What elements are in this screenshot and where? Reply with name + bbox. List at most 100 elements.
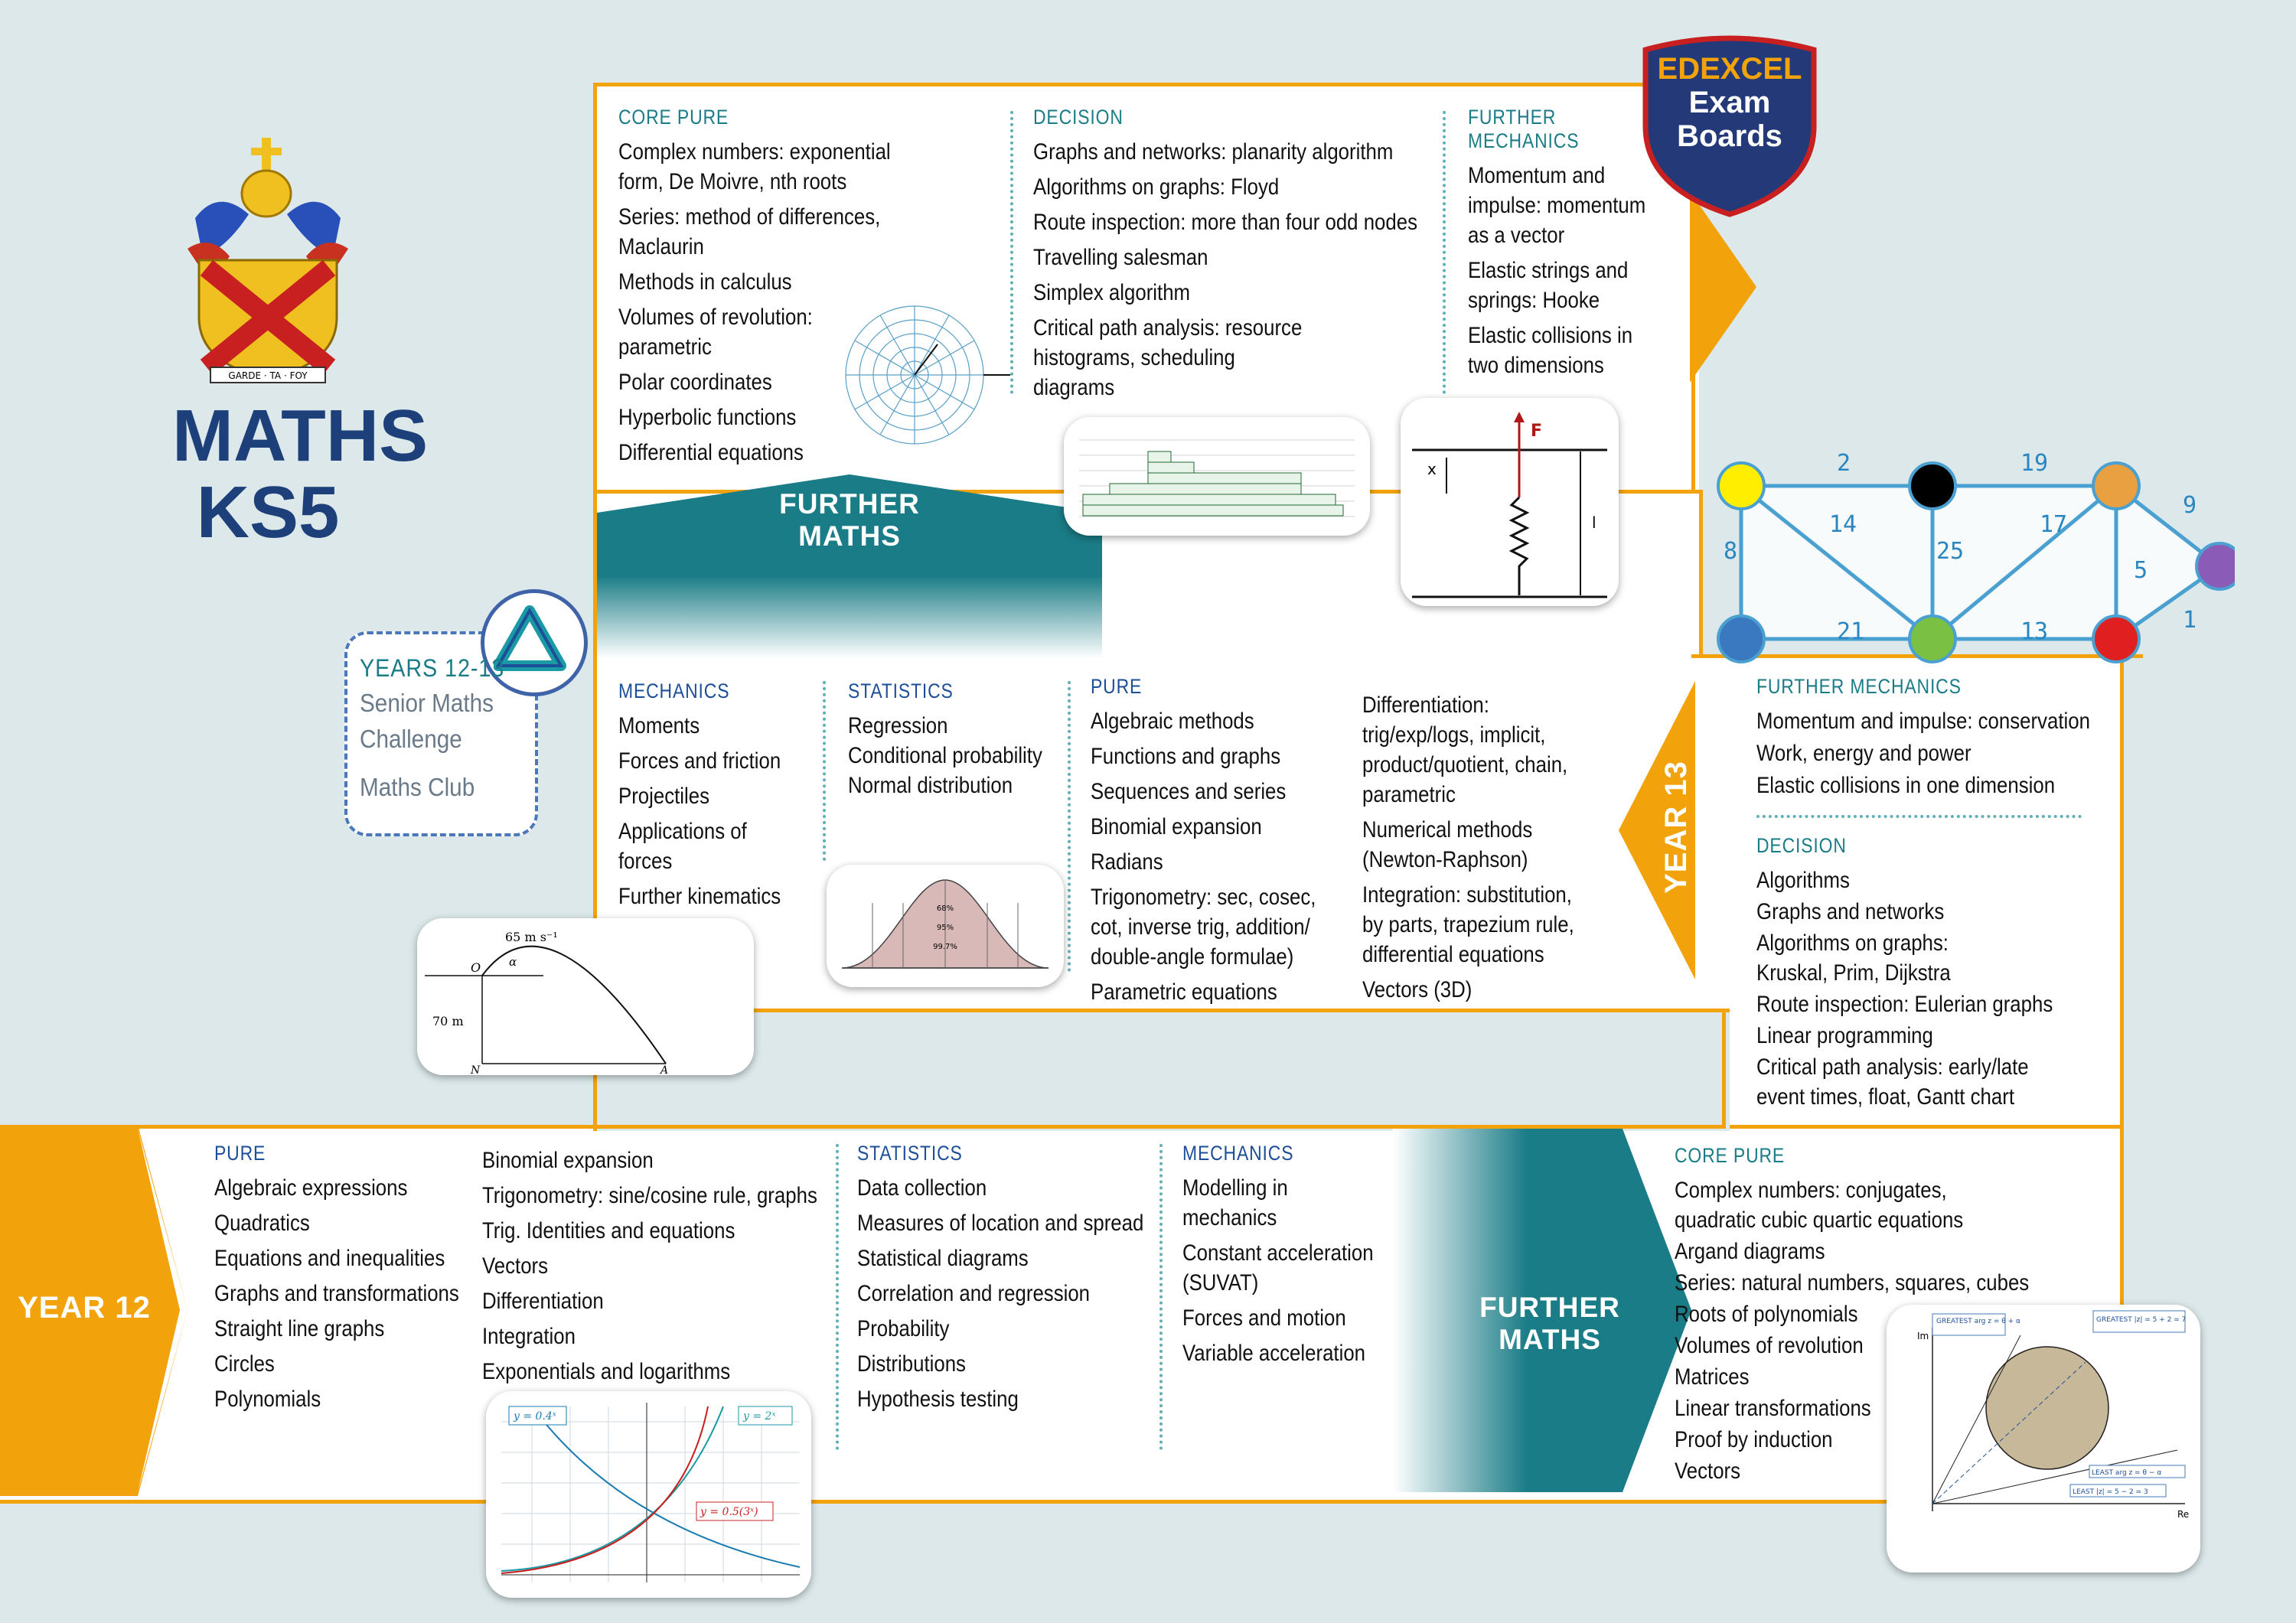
list-item: Methods in calculus	[618, 269, 792, 295]
list-item: Equations and inequalities	[214, 1246, 445, 1271]
further12-decision: DECISION Algorithms Graphs and networks …	[1756, 834, 2093, 1117]
list-item: Algebraic expressions	[214, 1175, 408, 1201]
exam-board-text: EDEXCEL Exam Boards	[1657, 52, 1802, 153]
list-item: Momentum and impulse: conservation	[1756, 709, 2090, 734]
list-item: Distributions	[857, 1351, 966, 1377]
argand-im-label: Im	[1917, 1331, 1929, 1341]
normal-distribution-image: 68% 95% 99.7%	[841, 879, 1049, 969]
list-item: Integration: substitution, by parts, tra…	[1362, 882, 1574, 967]
graph-node	[1717, 614, 1766, 663]
argand-image: GREATEST arg z = θ + α GREATEST |z| = 5 …	[1917, 1310, 2189, 1520]
mid-connector-v	[1722, 1009, 1726, 1129]
projectile-point-a: A	[659, 1064, 668, 1075]
year13-mechanics-heading: MECHANICS	[618, 680, 730, 702]
list-item: Binomial expansion	[1091, 814, 1262, 839]
list-item: Exponentials and logarithms	[482, 1359, 731, 1384]
further12-core-pure-heading: CORE PURE	[1675, 1144, 1786, 1167]
projectile-angle: α	[509, 955, 517, 969]
list-item: Further kinematics	[618, 884, 781, 909]
list-item: Route inspection: Eulerian graphs	[1756, 992, 2053, 1017]
argand-label-greatest-arg: GREATEST arg z = θ + α	[1936, 1318, 2020, 1325]
list-item: Work, energy and power	[1756, 741, 1971, 766]
list-item: Algorithms on graphs: Floyd	[1033, 174, 1280, 200]
year12-pure-heading: PURE	[214, 1142, 266, 1165]
list-item: Conditional probability	[848, 743, 1042, 768]
mid-connector	[593, 1009, 1730, 1131]
list-item: Polar coordinates	[618, 370, 772, 395]
projectile-point-n: N	[470, 1064, 481, 1075]
exp-label-1: y = 0.4ˣ	[513, 1410, 556, 1423]
list-item: Volumes of revolution	[1675, 1333, 1864, 1358]
year13-white	[597, 654, 1691, 1010]
list-item: Elastic strings and springs: Hooke	[1468, 258, 1629, 313]
graph-node	[2092, 614, 2141, 663]
graph-edge-weight: 9	[2183, 492, 2197, 519]
list-item: Projectiles	[618, 784, 710, 809]
list-item: Simplex algorithm	[1033, 280, 1191, 305]
list-item: Volumes of revolution: parametric	[618, 305, 813, 360]
argand-label-greatest-mod: GREATEST |z| = 5 + 2 = 7	[2096, 1316, 2186, 1324]
list-item: Differentiation: trig/exp/logs, implicit…	[1362, 693, 1568, 807]
list-item: Vectors	[482, 1253, 549, 1279]
divider	[1443, 111, 1446, 394]
further13-mechanics: FURTHER MECHANICS Momentum and impulse: …	[1468, 106, 1659, 386]
list-item: Binomial expansion	[482, 1148, 654, 1173]
enrichment-item-3: Maths Club	[360, 773, 475, 801]
list-item: Trigonometry: sec, cosec, cot, inverse t…	[1091, 885, 1316, 970]
graph-edge-weight: 2	[1837, 450, 1851, 477]
list-item: Measures of location and spread	[857, 1211, 1144, 1236]
list-item: Moments	[618, 713, 700, 738]
list-item: Statistical diagrams	[857, 1246, 1029, 1271]
list-item: Vectors	[1675, 1458, 1741, 1484]
graph-node	[1908, 461, 1957, 510]
further13-core-pure: CORE PURE Complex numbers: exponential f…	[618, 106, 902, 473]
resource-histogram-card	[1064, 417, 1370, 536]
further-bottom-label: FURTHER MATHS	[1479, 1292, 1620, 1355]
further-top-label: FURTHER MATHS	[779, 488, 920, 552]
spring-image: F x l	[1412, 412, 1607, 598]
divider	[823, 681, 826, 861]
graph-area	[1741, 486, 2219, 639]
polar-grid-image	[845, 305, 1010, 445]
list-item: Variable acceleration	[1182, 1341, 1366, 1366]
graph-node	[2195, 542, 2235, 591]
spring-length-label: l	[1592, 513, 1596, 532]
list-item: Algorithms on graphs: Kruskal, Prim, Dij…	[1756, 930, 1951, 986]
crest-motto: GARDE · TA · FOY	[228, 370, 308, 381]
list-item: Series: natural numbers, squares, cubes	[1675, 1270, 2030, 1295]
graph-edge	[1740, 484, 1934, 640]
list-item: Graphs and transformations	[214, 1281, 459, 1306]
list-item: Integration	[482, 1324, 576, 1349]
argand-re-label: Re	[2177, 1509, 2189, 1520]
mid-connector-h2	[0, 1125, 1726, 1129]
list-item: Algebraic methods	[1091, 709, 1254, 734]
list-item: Linear transformations	[1675, 1396, 1871, 1421]
year12-mechanics-heading: MECHANICS	[1182, 1142, 1294, 1165]
exponential-card: y = 0.4ˣ y = 2ˣ y = 0.5(3ˣ)	[486, 1391, 811, 1598]
list-item: Trigonometry: sine/cosine rule, graphs	[482, 1183, 817, 1208]
list-item: Complex numbers: exponential form, De Mo…	[618, 139, 891, 194]
list-item: Vectors (3D)	[1362, 977, 1473, 1002]
list-item: Proof by induction	[1675, 1427, 1833, 1452]
normal-pct-1: 68%	[937, 904, 954, 913]
spring-displacement-label: x	[1427, 460, 1437, 478]
list-item: Forces and motion	[1182, 1305, 1346, 1331]
list-item: Straight line graphs	[214, 1316, 385, 1341]
graph-edge-weight: 14	[1829, 511, 1857, 538]
further13-mechanics-heading: FURTHER MECHANICS	[1468, 106, 1580, 152]
list-item: Modelling in mechanics	[1182, 1175, 1288, 1230]
list-item: Constant acceleration (SUVAT)	[1182, 1240, 1374, 1295]
enrichment-item-2: Challenge	[360, 725, 462, 753]
resource-histogram-image	[1079, 439, 1355, 517]
year13-pure-heading: PURE	[1091, 675, 1143, 698]
year13-label: YEAR 13	[1659, 761, 1693, 894]
graph-edge-weight: 1	[2183, 607, 2197, 634]
projectile-point-o: O	[471, 960, 481, 975]
school-crest: GARDE · TA · FOY	[188, 138, 348, 383]
further13-decision: DECISION Graphs and networks: planarity …	[1033, 106, 1462, 408]
graph-edge-weight: 25	[1936, 538, 1964, 565]
list-item: Radians	[1091, 849, 1163, 875]
list-item: Graphs and networks	[1756, 899, 1945, 924]
year12-statistics: STATISTICS Data collection Measures of l…	[857, 1142, 1163, 1419]
year12-label-shape	[0, 1125, 188, 1496]
